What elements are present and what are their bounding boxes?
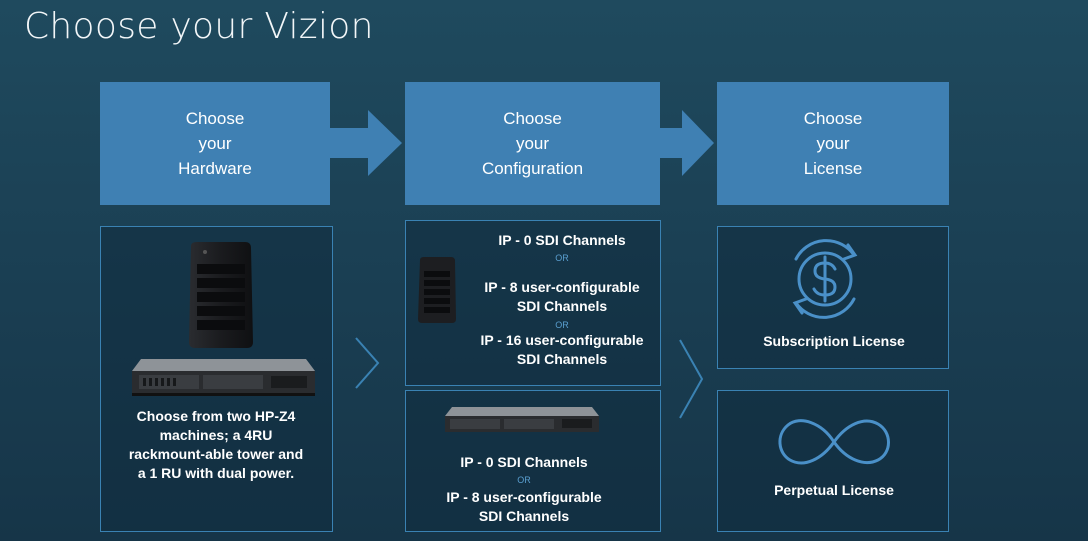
config-option-ip0: IP - 0 SDI Channels — [498, 232, 626, 248]
step-arrow-icon — [658, 110, 714, 176]
rackmount-server-image — [445, 407, 599, 432]
subscription-license-panel: Subscription License — [717, 226, 949, 369]
tower-workstation-image — [418, 257, 456, 323]
chevron-right-icon — [355, 337, 380, 389]
hardware-panel: Choose from two HP-Z4 machines; a 4RU ra… — [100, 226, 333, 532]
rackmount-server-image — [132, 359, 315, 396]
step-choose-hardware: Choose your Hardware — [100, 82, 330, 205]
perpetual-license-label: Perpetual License — [774, 482, 894, 498]
config-option-ip8: IP - 8 user-configurable SDI Channels — [446, 489, 602, 524]
page-title: Choose your Vizion — [24, 6, 374, 47]
step-choose-configuration: Choose your Configuration — [405, 82, 660, 205]
step-arrow-icon — [328, 110, 402, 176]
chevron-right-icon — [679, 339, 704, 419]
config-rack-panel: IP - 0 SDI Channels OR IP - 8 user-confi… — [405, 390, 661, 532]
config-tower-panel: IP - 0 SDI Channels OR IP - 8 user-confi… — [405, 220, 661, 386]
or-separator: OR — [555, 320, 569, 330]
perpetual-license-panel: Perpetual License — [717, 390, 949, 532]
or-separator: OR — [517, 475, 531, 485]
recurring-dollar-icon — [792, 239, 858, 319]
config-option-ip0: IP - 0 SDI Channels — [460, 454, 588, 470]
step-choose-license: Choose your License — [717, 82, 949, 205]
config-option-ip16: IP - 16 user-configurable SDI Channels — [480, 332, 644, 367]
config-option-ip8: IP - 8 user-configurable SDI Channels — [484, 279, 640, 314]
or-separator: OR — [555, 253, 569, 263]
infinity-icon — [778, 419, 890, 465]
hardware-description: Choose from two HP-Z4 machines; a 4RU ra… — [128, 408, 304, 481]
tower-workstation-image — [189, 242, 253, 348]
subscription-license-label: Subscription License — [763, 333, 905, 349]
